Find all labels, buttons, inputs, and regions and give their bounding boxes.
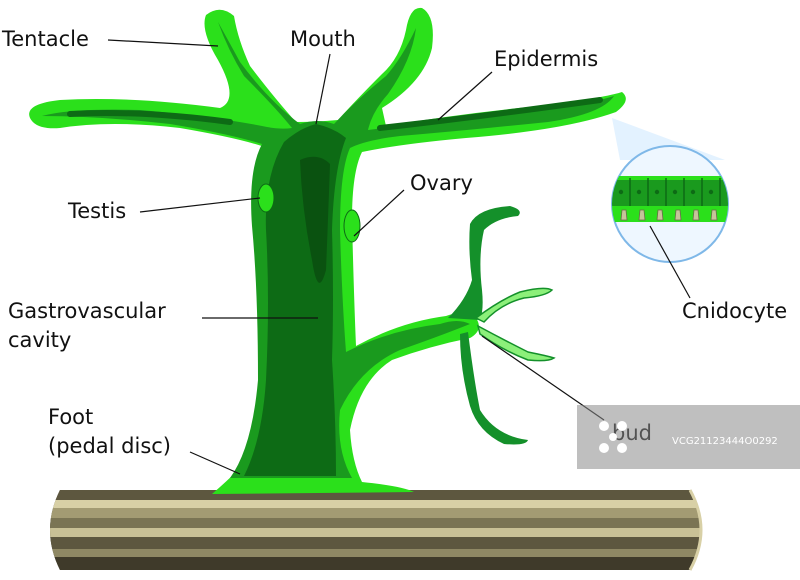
leader-foot [189,451,241,475]
zoom-cone [612,118,725,160]
label-tentacle: Tentacle [1,27,89,51]
label-mouth: Mouth [290,27,356,51]
hydra-bud [448,206,556,445]
label-ovary: Ovary [410,171,473,195]
label-cnidocyte: Cnidocyte [682,299,787,323]
watermark: VCG21123444O0292 [577,405,800,469]
watermark-logo-icon [599,421,627,453]
testis-bulge [257,183,275,213]
labels: Tentacle Mouth Epidermis Testis Ovary Ga… [1,27,787,458]
label-foot-line1: Foot [48,405,93,429]
substrate-log [50,489,703,571]
label-testis: Testis [67,199,126,223]
leader-testis [139,197,261,213]
label-foot-line2: (pedal disc) [48,434,171,458]
leader-mouth [315,53,331,125]
leader-ovary [353,189,405,237]
watermark-text: VCG21123444O0292 [672,436,778,447]
leader-epidermis [437,71,493,121]
label-cavity-line2: cavity [8,328,71,352]
leader-cnidocyte [649,225,691,299]
label-epidermis: Epidermis [494,47,598,71]
hydra-body [29,7,626,494]
ovary-bulge [343,209,361,243]
leader-tentacle [107,39,219,47]
cnidocyte-zoom [611,145,729,263]
label-cavity-line1: Gastrovascular [8,299,166,323]
